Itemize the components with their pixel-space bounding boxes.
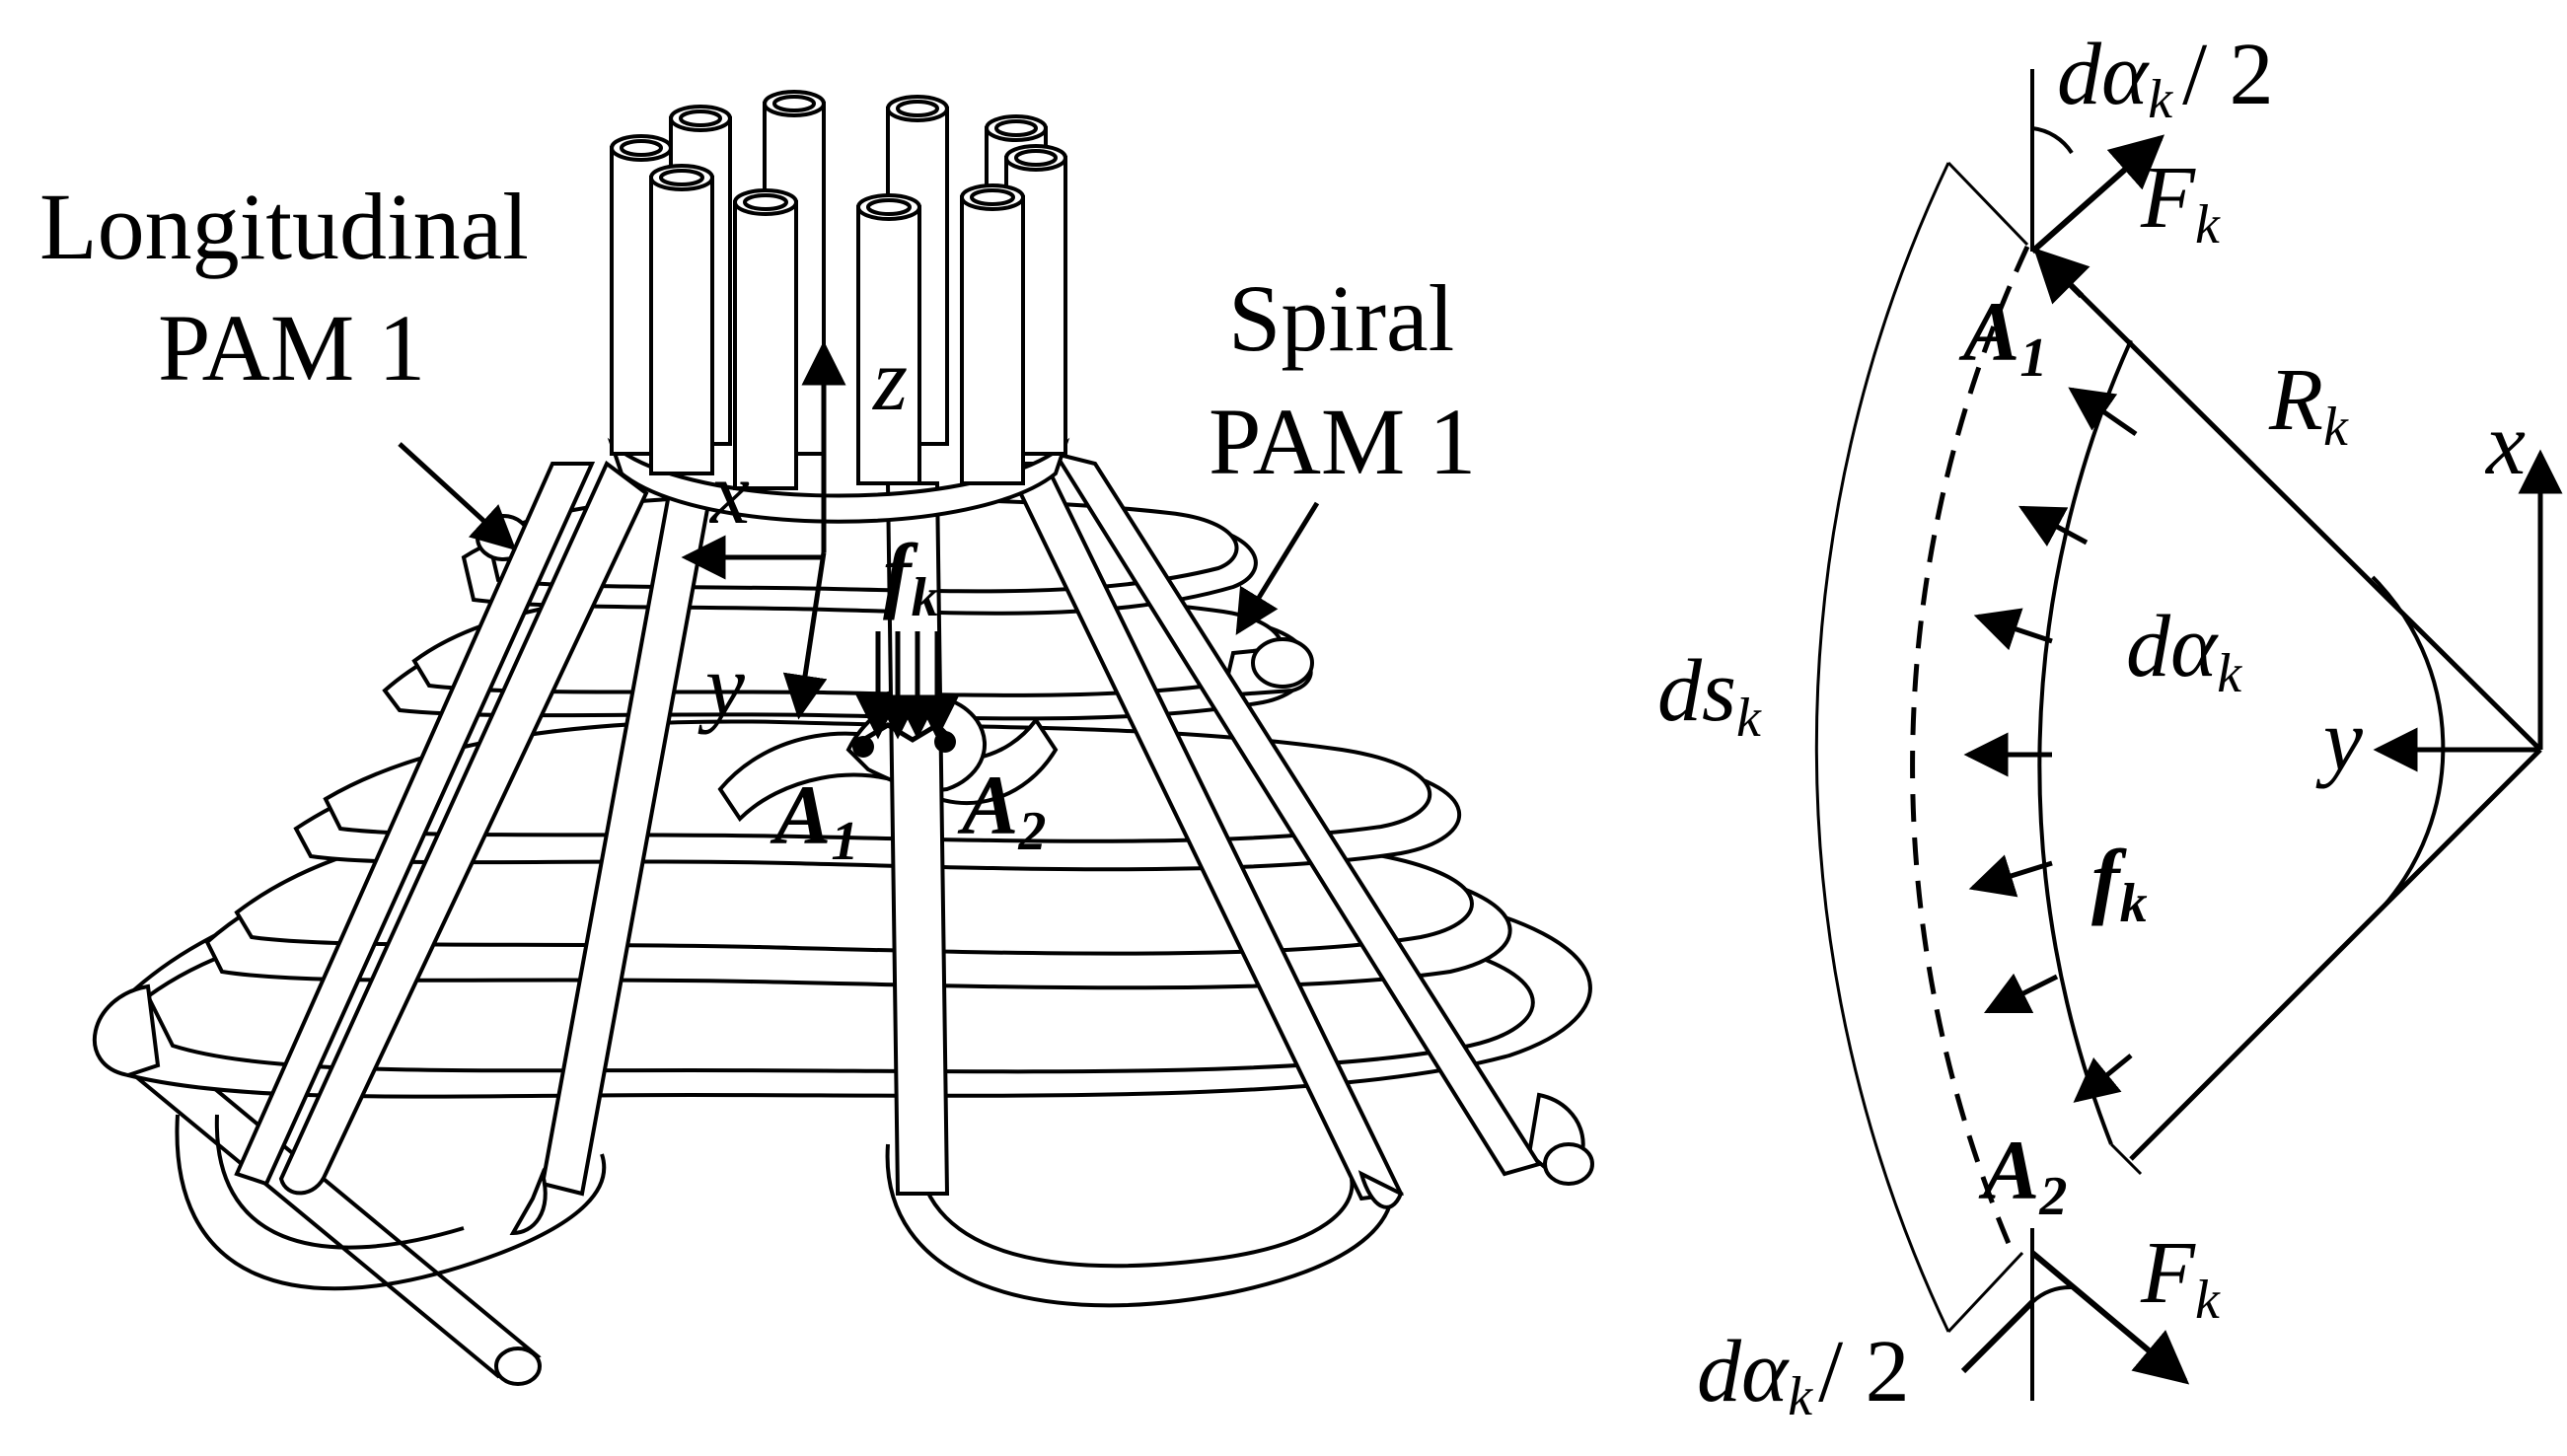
local-axis-y-label: y (697, 637, 745, 735)
bottom-angle-pointer (1960, 1299, 2035, 1374)
longitudinal-label-line1: Longitudinal (39, 174, 529, 279)
top-radius-line (2035, 250, 2542, 752)
local-axis-x-label: x (708, 445, 750, 543)
radius-lines (2035, 250, 2542, 1161)
local-frame (681, 340, 846, 720)
inner-arc (2037, 339, 2133, 1145)
top-angle-label: dαk/ 2 (2057, 26, 2274, 130)
reference-lines (2030, 69, 2074, 1401)
arc-element-diagram: dαk/ 2 Fk A1 Rk x dsk dαk y fk A2 Fk dαk… (1657, 26, 2563, 1427)
center-angle-label: dαk (2126, 598, 2242, 704)
arc-segment (1814, 161, 2143, 1334)
longitudinal-tubes (234, 450, 1543, 1236)
global-frame (2373, 449, 2563, 772)
local-axis-z-label: z (871, 331, 908, 429)
distributed-force-label: fk (2091, 832, 2148, 934)
actuator-illustration: Longitudinal PAM 1 Spiral PAM 1 z x y fk… (39, 90, 1594, 1386)
centroid-dashed-arc (1910, 245, 2030, 1254)
spiral-label-line1: Spiral (1228, 265, 1454, 371)
point-a1-right-label: A1 (1958, 284, 2047, 389)
top-force-arrow (2030, 134, 2165, 255)
point-a1-dot (852, 736, 874, 758)
spiral-coils (96, 494, 1592, 1099)
bottom-radius-line (2129, 748, 2542, 1161)
force-fk-arrows (855, 631, 960, 743)
longitudinal-label-line2: PAM 1 (158, 295, 425, 400)
longitudinal-pointer-arrow (398, 442, 517, 551)
spiral-label-line2: PAM 1 (1209, 389, 1476, 494)
point-a2-label: A2 (957, 758, 1046, 862)
distributed-forces (1963, 387, 2138, 1103)
spiral-pointer-arrow (1235, 501, 1320, 635)
point-a2-dot (934, 731, 956, 753)
vertical-tubes (610, 90, 1067, 490)
coil-loop-ends (92, 514, 1594, 1186)
radius-label: Rk (2268, 351, 2349, 458)
point-a1-label: A1 (770, 767, 858, 872)
arc-length-label: dsk (1657, 642, 1762, 749)
a1-radius-arrowhead (2033, 248, 2090, 305)
bottom-lobes (175, 1114, 1395, 1308)
bottom-angle-label: dαk/ 2 (1697, 1323, 1910, 1427)
center-angle-arc (2371, 575, 2446, 910)
point-a2-right-label: A2 (1978, 1123, 2067, 1227)
y-axis-arrow (782, 551, 828, 720)
end-forces (1960, 134, 2190, 1385)
global-axis-x-label: x (2484, 396, 2526, 493)
bottom-force-label: Fk (2140, 1224, 2221, 1331)
global-axis-y-label: y (2315, 692, 2363, 789)
pointer-arrows (398, 442, 1320, 635)
top-force-label: Fk (2140, 149, 2221, 255)
bottom-force-arrow (2030, 1250, 2190, 1385)
